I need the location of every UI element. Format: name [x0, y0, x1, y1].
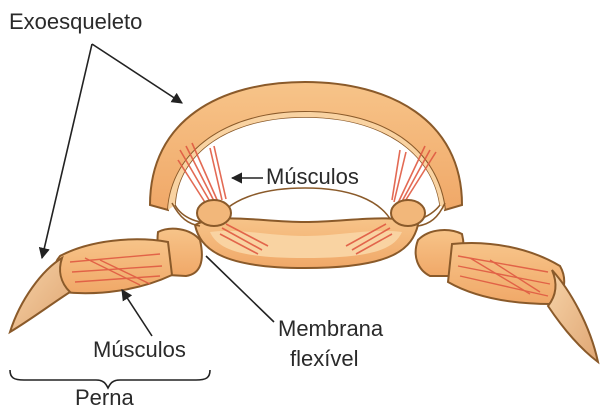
- right-joint: [391, 200, 425, 226]
- left-joint: [197, 200, 231, 226]
- label-membrana-line2: flexível: [290, 348, 358, 370]
- musculos-bottom-arrow: [122, 290, 152, 336]
- right-claw: [548, 270, 598, 362]
- right-leg-segment-lower: [448, 243, 564, 304]
- label-exoesqueleto: Exoesqueleto: [9, 11, 142, 33]
- label-membrana-line1: Membrana: [278, 318, 383, 340]
- label-perna: Perna: [75, 387, 134, 409]
- right-leg: [416, 230, 598, 362]
- left-claw: [10, 258, 70, 332]
- exo-arrow-to-claw: [42, 44, 92, 258]
- exo-arrow-to-shell: [92, 44, 182, 103]
- left-leg: [10, 229, 202, 332]
- label-musculos-bottom: Músculos: [93, 339, 186, 361]
- label-musculos-top: Músculos: [266, 166, 359, 188]
